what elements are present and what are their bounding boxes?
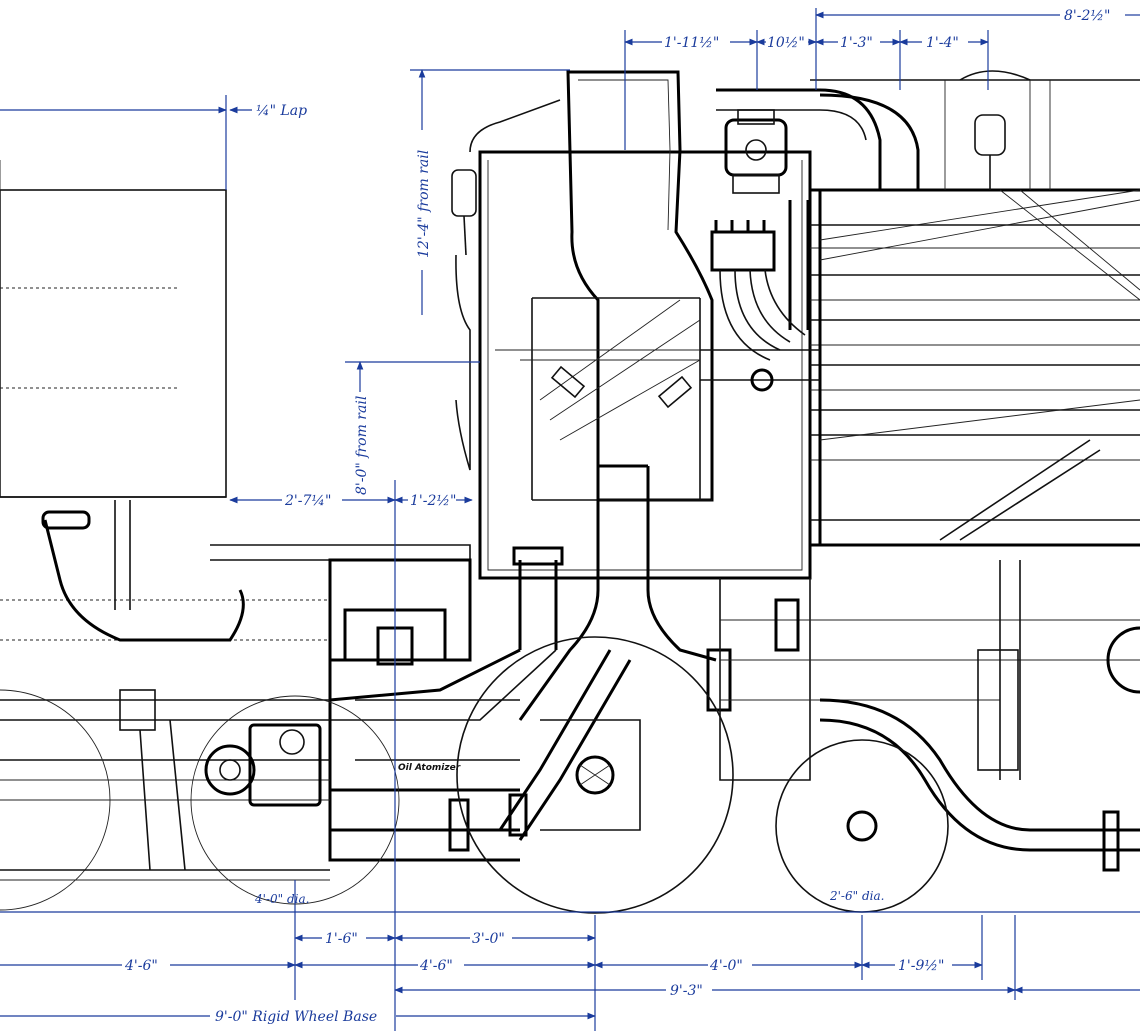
frame-and-cylinders xyxy=(0,500,1140,872)
tender-body xyxy=(0,160,227,498)
dim-top-c: 1'-3" xyxy=(840,35,873,51)
dim-lap: ¼" Lap xyxy=(256,103,307,119)
boiler-assembly xyxy=(810,70,1140,547)
dim-wheel-small: 2'-6" dia. xyxy=(829,889,884,903)
dim-height-mid: 8'-0" from rail xyxy=(354,396,370,495)
dim-bot-a: 1'-6" xyxy=(325,931,358,947)
dim-mid-b: 1'-2½" xyxy=(410,493,456,509)
dim-bot-e: 4'-0" xyxy=(709,958,743,974)
dim-bot-f: 1'-9½" xyxy=(898,958,944,974)
dim-bot-h: 9'-0" Rigid Wheel Base xyxy=(215,1009,377,1025)
dim-bot-c: 4'-6" xyxy=(124,958,158,974)
cab-front-assembly xyxy=(451,70,812,580)
note-oil-atomizer: Oil Atomizer xyxy=(398,763,461,773)
wheels xyxy=(0,636,949,914)
dim-top-right: 8'-2½" xyxy=(1064,8,1110,24)
dim-top-b: 10½" xyxy=(767,35,805,51)
dim-top-d: 1'-4" xyxy=(926,35,959,51)
dim-bot-d: 4'-6" xyxy=(419,958,453,974)
top-piping xyxy=(700,88,920,392)
dimension-lines xyxy=(0,8,1140,1031)
exhaust-and-lower xyxy=(329,464,732,852)
dim-wheel-big: 4'-0" dia. xyxy=(254,892,309,906)
dim-top-a: 1'-11½" xyxy=(664,35,719,51)
dim-height-total: 12'-4" from rail xyxy=(416,150,432,258)
dim-mid-a: 2'-7¼" xyxy=(284,493,331,509)
dim-bot-g: 9'-3" xyxy=(670,983,703,999)
dim-bot-b: 3'-0" xyxy=(472,931,505,947)
